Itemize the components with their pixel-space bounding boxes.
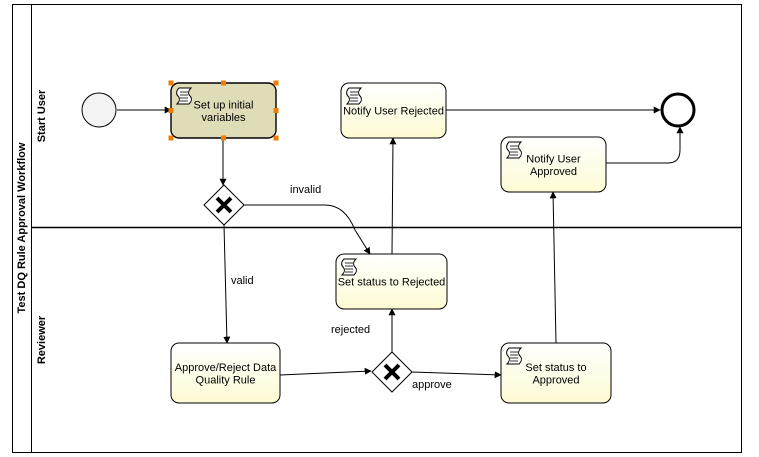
end-event[interactable] [660,92,696,128]
script-icon [340,258,358,276]
task-set-rejected[interactable]: Set status to Rejected [335,253,448,310]
selection-handle[interactable] [273,80,279,86]
task-label-line: Quality Rule [196,374,256,386]
flow-labels: invalid valid rejected approve [231,184,452,391]
script-icon [345,87,363,105]
selection-handle[interactable] [273,135,279,141]
selection-handle[interactable] [273,108,279,113]
task-label-line: Approved [530,166,577,178]
pool-title: Test DQ Rule Approval Workflow [16,142,28,313]
task-box [500,136,607,193]
script-icon [175,87,193,105]
flow-label-invalid: invalid [290,184,321,196]
task-label-line: Set status to Rejected [338,277,446,289]
flow-gateway-invalid[interactable] [243,204,371,255]
task-label-line: Notify User [526,153,581,165]
flow-set-approved-to-notify[interactable] [549,191,557,344]
flow-gateway-valid[interactable] [223,224,231,344]
pool-border [12,4,742,453]
task-label-line: Set status to [525,362,586,374]
start-event[interactable] [81,92,117,128]
task-label-line: Notify User Rejected [343,106,444,118]
lane-label-reviewer: Reviewer [36,315,48,364]
task-box [500,342,612,404]
flow-label-valid: valid [231,275,254,287]
exclusive-gateway-decision[interactable] [371,351,413,393]
pool[interactable]: Test DQ Rule Approval Workflow Start Use… [12,4,742,453]
gateway-x-icon [215,196,233,214]
task-label-line: variables [201,112,246,124]
selection-handle[interactable] [168,135,174,141]
script-icon [505,347,523,365]
selection-handle[interactable] [168,108,174,113]
selection-handle[interactable] [221,80,226,86]
flow-review-to-gateway[interactable] [279,367,372,376]
flow-gateway-approve[interactable] [411,371,502,379]
flow-set-rejected-to-notify[interactable] [389,137,397,255]
selection-handle[interactable] [221,135,226,141]
flow-label-approve: approve [412,379,452,391]
task-box [335,253,448,310]
flow-notify-approved-to-end[interactable] [606,126,684,164]
task-label-line: Set up initial [194,99,254,111]
task-box [340,82,447,139]
task-label-line: Approved [532,374,579,386]
task-box [170,342,281,404]
script-icon [505,141,523,159]
sequence-flows [117,106,684,379]
exclusive-gateway-validation[interactable] [203,184,245,226]
task-notify-rejected[interactable]: Notify User Rejected [340,82,447,139]
gateway-x-icon [383,363,401,381]
selection-handle[interactable] [168,80,174,86]
flow-label-rejected: rejected [331,324,370,336]
task-label-line: Approve/Reject Data [175,362,277,374]
lane-label-start-user: Start User [36,89,48,142]
